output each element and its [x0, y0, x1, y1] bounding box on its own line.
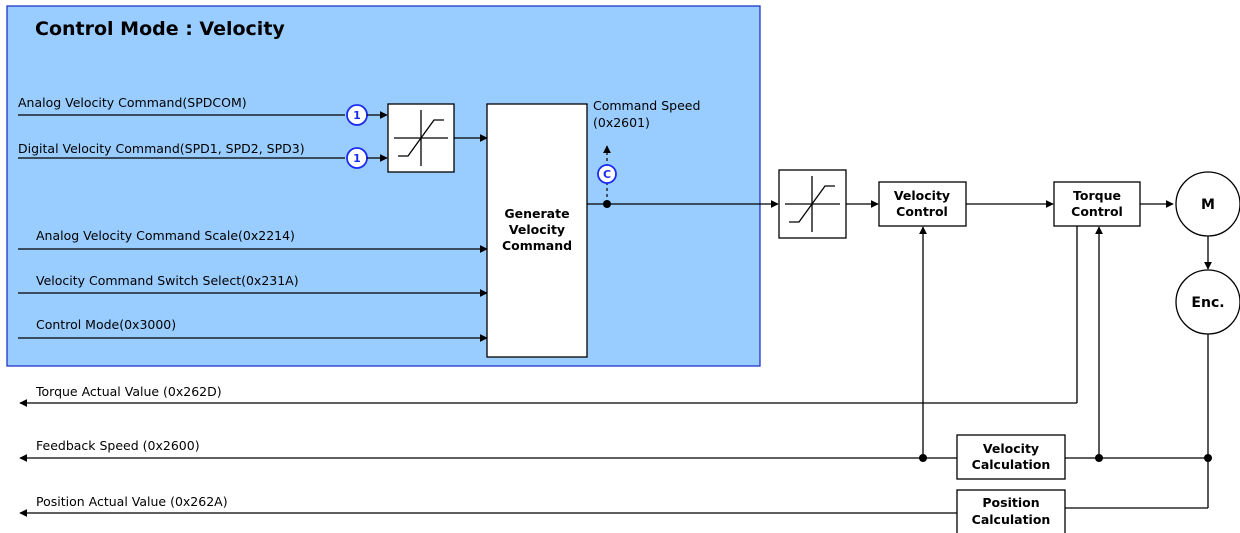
analog-velocity-command-scale-label: Analog Velocity Command Scale(0x2214) [36, 228, 295, 243]
limiter-icon [394, 110, 448, 166]
torque-control-line-2: Control [1071, 204, 1123, 219]
control-mode-panel [6, 5, 761, 367]
torque-control-block [1053, 181, 1141, 227]
marker-1-analog-text: 1 [353, 109, 361, 122]
velocity-calculation-line-1: Velocity [983, 441, 1039, 456]
command-speed-label: Command Speed [593, 98, 700, 113]
command-speed-index: (0x2601) [593, 115, 650, 130]
control-mode-label: Control Mode(0x3000) [36, 317, 176, 332]
digital-velocity-command-label: Digital Velocity Command(SPD1, SPD2, SPD… [18, 141, 305, 156]
position-actual-value-label: Position Actual Value (0x262A) [36, 494, 228, 509]
velocity-calculation-block [956, 434, 1066, 480]
velocity-calculation-line-2: Calculation [972, 457, 1051, 472]
torque-actual-value-label: Torque Actual Value (0x262D) [35, 384, 222, 399]
position-calculation-block [956, 489, 1066, 533]
analog-velocity-command-label: Analog Velocity Command(SPDCOM) [18, 95, 247, 110]
generate-velocity-command-block [486, 103, 588, 358]
marker-c-text: C [603, 168, 611, 181]
marker-1-digital-text: 1 [353, 152, 361, 165]
velocity-control-line-2: Control [896, 204, 948, 219]
position-calculation-line-2: Calculation [972, 512, 1051, 527]
velocity-command-switch-select-label: Velocity Command Switch Select(0x231A) [36, 273, 299, 288]
torque-control-line-1: Torque [1073, 188, 1121, 203]
encoder-label: Enc. [1191, 295, 1224, 311]
feedback-speed-label: Feedback Speed (0x2600) [36, 438, 200, 453]
motor-label: M [1201, 197, 1215, 213]
velocity-control-line-1: Velocity [894, 188, 950, 203]
limiter-icon [785, 176, 840, 232]
generate-line-1: Generate [504, 206, 569, 221]
generate-line-3: Command [502, 238, 572, 253]
velocity-control-block [878, 181, 967, 227]
marker-c [597, 164, 617, 184]
generate-line-2: Velocity [509, 222, 565, 237]
position-calculation-line-1: Position [982, 495, 1039, 510]
panel-title: Control Mode : Velocity [35, 18, 285, 40]
